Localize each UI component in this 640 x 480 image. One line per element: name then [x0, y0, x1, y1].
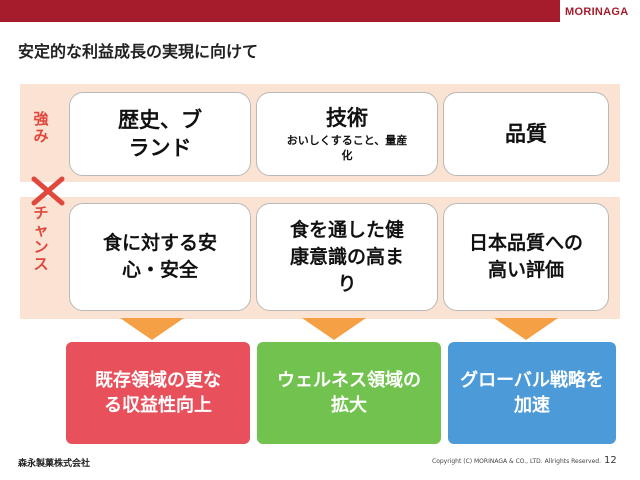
- strength-card-title: 技術: [326, 105, 368, 130]
- outcome-existing-domain: 既存領域の更なる収益性向上: [66, 342, 250, 444]
- outcome-text: グローバル戦略を加速: [460, 370, 604, 416]
- chance-card-safety: 食に対する安心・安全: [69, 203, 251, 311]
- strength-card-title: 歴史、ブランド: [118, 108, 202, 160]
- outcome-global-strategy: グローバル戦略を加速: [448, 342, 616, 444]
- strength-card-history-brand: 歴史、ブランド: [69, 92, 251, 176]
- copyright-notice: Copyright (C) MORINAGA & CO., LTD. Allri…: [432, 458, 601, 465]
- strength-card-title: 品質: [505, 122, 547, 146]
- brand-logo-text: MORINAGA: [565, 6, 629, 18]
- outcome-text: 既存領域の更なる収益性向上: [95, 370, 221, 416]
- down-arrow-icon: [494, 318, 558, 340]
- cross-icon: [31, 176, 65, 206]
- outcome-wellness-domain: ウェルネス領域の拡大: [257, 342, 441, 444]
- angel-mark-icon: [544, 6, 560, 18]
- down-arrow-icon: [302, 318, 366, 340]
- down-arrow-icon: [120, 318, 184, 340]
- chance-card-text: 食を通した健康意識の高まり: [289, 218, 404, 295]
- header-bar: [0, 0, 560, 22]
- page-number: 12: [604, 455, 617, 466]
- strength-card-subtitle: おいしくすること、量産化: [286, 133, 408, 162]
- strength-card-quality: 品質: [443, 92, 609, 176]
- strength-card-technology: 技術 おいしくすること、量産化: [256, 92, 438, 176]
- strengths-label: 強み: [33, 110, 49, 145]
- company-name: 森永製菓株式会社: [18, 459, 91, 469]
- chance-card-health: 食を通した健康意識の高まり: [256, 203, 438, 311]
- outcome-text: ウェルネス領域の拡大: [277, 370, 421, 416]
- chance-card-text: 日本品質への高い評価: [468, 232, 583, 281]
- chance-card-japan-quality: 日本品質への高い評価: [443, 203, 609, 311]
- chances-label: チャンス: [33, 204, 49, 273]
- chance-card-text: 食に対する安心・安全: [102, 232, 217, 281]
- slide-title: 安定的な利益成長の実現に向けて: [18, 42, 259, 61]
- brand-logo: MORINAGA: [542, 4, 629, 20]
